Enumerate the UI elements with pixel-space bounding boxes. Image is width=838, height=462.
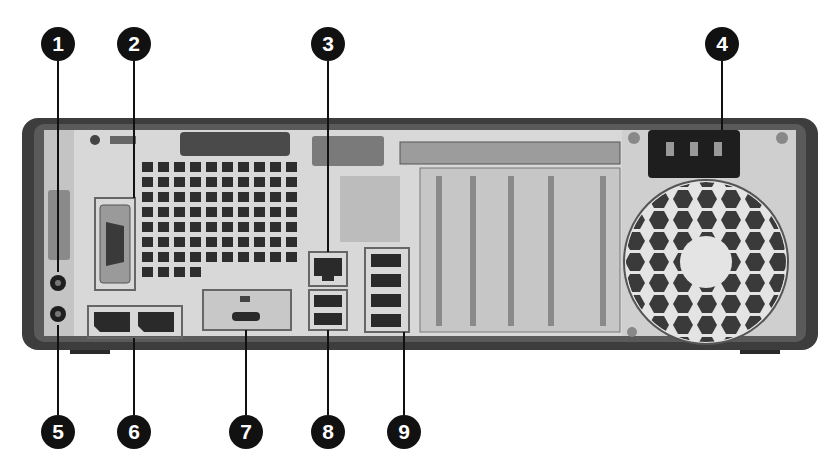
- callout-number: 1: [41, 27, 75, 61]
- callout-number: 2: [117, 27, 151, 61]
- callout-number: 5: [41, 415, 75, 449]
- callout-number: 7: [229, 415, 263, 449]
- callout-number: 8: [311, 415, 345, 449]
- callout-number: 6: [117, 415, 151, 449]
- callout-number: 4: [705, 27, 739, 61]
- callout-number: 3: [311, 27, 345, 61]
- callout-number: 9: [387, 415, 421, 449]
